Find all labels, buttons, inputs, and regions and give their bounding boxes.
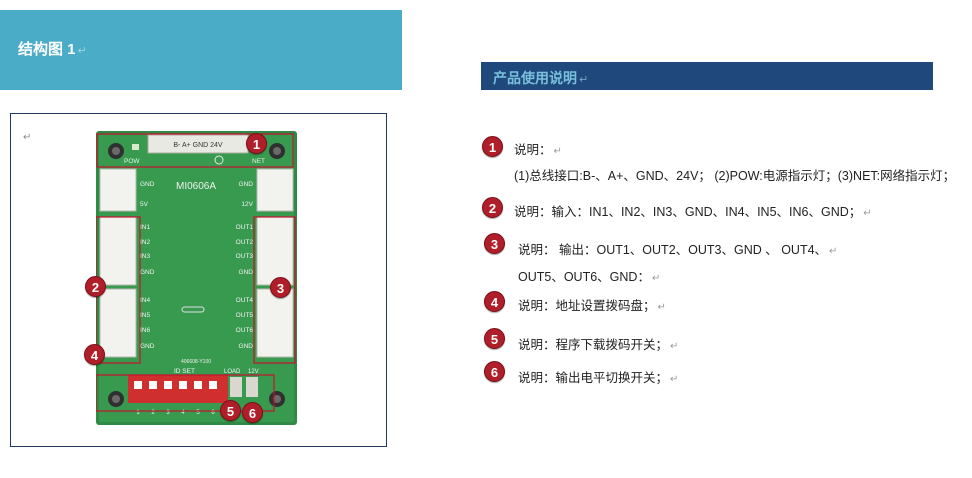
svg-text:GND: GND [239, 343, 254, 350]
svg-text:OUT6: OUT6 [236, 327, 254, 334]
legend-text-3: 说明： 输出：OUT1、OUT2、OUT3、GND 、 OUT4、 [518, 243, 828, 257]
callout-badge-5: 5 [220, 400, 241, 421]
structure-diagram-header: 结构图 1↵ [0, 10, 402, 90]
svg-text:4: 4 [181, 410, 185, 416]
callout-badge-3: 3 [270, 277, 291, 298]
legend-badge-2: 2 [482, 197, 503, 218]
callout-badge-4: 4 [84, 344, 105, 365]
pow-label: POW [124, 158, 140, 165]
legend-badge-1: 1 [482, 136, 503, 157]
legend-badge-4: 4 [484, 291, 505, 312]
v12-label: 12V [248, 369, 259, 375]
svg-text:IN3: IN3 [140, 253, 151, 260]
legend-badge-6: 6 [484, 361, 505, 382]
svg-text:GND: GND [239, 181, 254, 188]
board-code-label: 406608-Y100 [181, 359, 211, 365]
paragraph-mark: ↵ [23, 132, 32, 143]
svg-text:IN6: IN6 [140, 327, 151, 334]
product-usage-title: 产品使用说明 [493, 70, 577, 86]
id-set-label: ID SET [174, 368, 195, 375]
legend-text-1: 说明： [514, 143, 552, 157]
pow-led [132, 144, 139, 150]
svg-text:GND: GND [140, 343, 155, 350]
paragraph-mark: ↵ [579, 74, 589, 86]
paragraph-mark: ↵ [77, 45, 87, 57]
legend-text-1b: (1)总线接口:B-、A+、GND、24V； (2)POW:电源指示灯；(3)N… [514, 169, 956, 183]
level-switch [246, 377, 258, 397]
model-label: MI0606A [176, 181, 216, 192]
load-label: LOAD [224, 369, 241, 375]
legend-text-6: 说明：输出电平切换开关； [518, 371, 669, 385]
callout-outlines [96, 133, 296, 412]
callout-badge-6: 6 [242, 402, 263, 423]
legend-text-2: 说明：输入：IN1、IN2、IN3、GND、IN4、IN5、IN6、GND； [514, 205, 862, 219]
svg-text:GND: GND [239, 269, 254, 276]
svg-text:GND: GND [140, 269, 155, 276]
svg-text:IN2: IN2 [140, 239, 151, 246]
load-switch [230, 377, 242, 397]
svg-text:3: 3 [166, 410, 170, 416]
svg-text:2: 2 [151, 410, 155, 416]
board-image: B- A+ GND 24V POW NET MI0606A GND 5V IN1… [96, 131, 297, 425]
structure-diagram-title: 结构图 1 [18, 41, 76, 58]
legend-text-3b: OUT5、OUT6、GND： [518, 270, 650, 284]
svg-text:OUT3: OUT3 [236, 253, 254, 260]
svg-text:OUT5: OUT5 [236, 312, 254, 319]
svg-text:IN1: IN1 [140, 224, 151, 231]
right-connectors [256, 168, 294, 358]
product-usage-header: 产品使用说明↵ [481, 62, 933, 90]
callout-badge-1: 1 [246, 133, 267, 154]
legend-badge-3: 3 [484, 233, 505, 254]
svg-text:IN5: IN5 [140, 312, 151, 319]
svg-text:IN4: IN4 [140, 297, 151, 304]
callout-badge-2: 2 [85, 276, 106, 297]
legend-text-4: 说明：地址设置拨码盘； [518, 299, 656, 313]
svg-text:GND: GND [140, 181, 155, 188]
net-label: NET [252, 158, 265, 165]
dip-numbers: 1 2 3 4 5 6 [136, 410, 215, 416]
svg-text:12V: 12V [241, 201, 253, 208]
right-pin-labels: GND 12V OUT1 OUT2 OUT3 GND OUT4 OUT5 OUT… [236, 181, 254, 350]
dip-switches [134, 381, 217, 389]
left-pin-labels: GND 5V IN1 IN2 IN3 GND IN4 IN5 IN6 GND [140, 181, 155, 350]
svg-text:OUT2: OUT2 [236, 239, 254, 246]
legend-badge-5: 5 [484, 328, 505, 349]
legend-text-5: 说明：程序下载拨码开关； [518, 338, 669, 352]
svg-text:5: 5 [196, 410, 200, 416]
svg-text:6: 6 [211, 410, 215, 416]
svg-text:OUT1: OUT1 [236, 224, 254, 231]
svg-text:OUT4: OUT4 [236, 297, 254, 304]
svg-text:1: 1 [136, 410, 140, 416]
bus-terminal-label: B- A+ GND 24V [173, 142, 223, 149]
mounting-holes [108, 143, 285, 407]
svg-text:5V: 5V [140, 201, 149, 208]
left-connectors [99, 168, 137, 358]
